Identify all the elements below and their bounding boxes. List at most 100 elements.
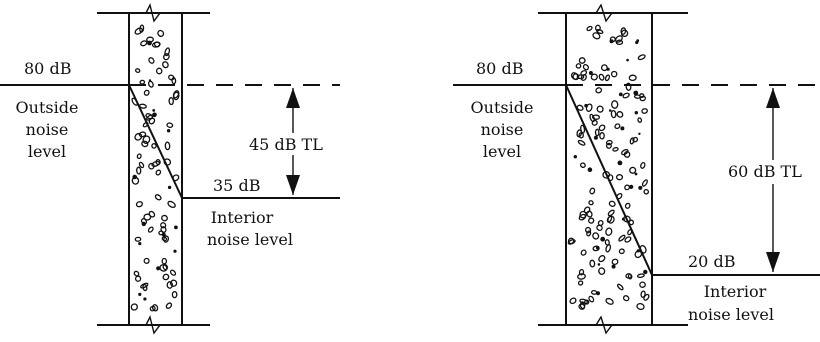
aggregate-pebble [578,57,586,64]
aggregate-pebble [160,226,167,234]
aggregate-pebble [597,219,604,227]
aggregate-pebble [157,29,165,37]
aggregate-pebble [161,257,168,265]
aggregate-pebble [637,117,643,123]
aggregate-pebble [151,160,161,167]
aggregate-pebble [155,159,161,166]
concrete-aggregate-pattern [567,24,650,311]
aggregate-pebble [165,302,173,309]
aggregate-pebble [135,201,143,208]
aggregate-pebble [597,263,601,266]
aggregate-pebble [136,153,142,159]
aggregate-pebble [622,295,630,302]
aggregate-pebble [589,187,596,195]
aggregate-pebble [616,111,624,118]
aggregate-pebble [140,40,148,47]
aggregate-pebble [591,119,598,126]
aggregate-pebble [614,123,621,130]
aggregate-pebble [135,68,141,74]
aggregate-pebble [578,213,587,221]
aggregate-pebble [588,295,595,303]
aggregate-pebble [598,73,605,81]
aggregate-pebble [576,104,584,111]
aggregate-pebble [139,79,146,85]
aggregate-pebble [607,215,615,224]
aggregate-pebble [155,169,162,176]
aggregate-pebble [641,108,648,114]
aggregate-pebble [609,36,616,43]
aggregate-pebble [171,290,178,299]
aggregate-pebble [143,89,150,96]
aggregate-pebble [638,185,643,190]
aggregate-pebble [605,227,613,236]
outside-noise-label-line3: level [483,142,521,161]
aggregate-pebble [604,74,611,82]
aggregate-pebble [592,245,600,252]
aggregate-pebble [633,90,639,96]
outside-noise-label-line3: level [28,142,66,161]
aggregate-pebble [163,235,170,243]
outside-noise-label-line2: noise [481,120,524,139]
aggregate-pebble [133,270,140,277]
aggregate-pebble [142,135,151,144]
aggregate-pebble [643,189,650,195]
aggregate-pebble [595,28,604,35]
aggregate-pebble [132,174,137,180]
aggregate-pebble [615,39,624,46]
aggregate-pebble [172,90,180,99]
aggregate-pebble [169,279,178,287]
aggregate-pebble [584,299,590,305]
aggregate-pebble [590,289,598,295]
aggregate-pebble [592,32,601,40]
aggregate-pebble [611,264,616,269]
aggregate-pebble [138,242,142,246]
aggregate-pebble [579,210,587,219]
aggregate-pebble [155,67,163,75]
aggregate-pebble [136,166,142,175]
aggregate-pebble [620,27,627,35]
wall-left [97,2,210,335]
aggregate-pebble [146,36,154,43]
aggregate-pebble [620,126,625,131]
aggregate-pebble [167,185,172,190]
aggregate-pebble [605,297,614,305]
aggregate-pebble [608,200,616,207]
aggregate-pebble [140,282,149,289]
aggregate-pebble [580,249,587,256]
diagram-thin-wall: 80 dB Outside noise level 45 dB TL 35 dB… [0,2,342,335]
aggregate-pebble [570,72,579,80]
aggregate-pebble [624,202,631,209]
aggregate-pebble [143,297,147,301]
aggregate-pebble [141,221,146,227]
aggregate-pebble [168,74,175,81]
aggregate-pebble [587,167,593,172]
aggregate-pebble [618,234,626,242]
aggregate-pebble [579,162,586,168]
aggregate-pebble [588,200,594,206]
aggregate-pebble [586,25,593,32]
aggregate-pebble [173,249,177,253]
aggregate-pebble [617,160,623,166]
aggregate-pebble [151,41,161,48]
aggregate-pebble [588,71,593,75]
aggregate-pebble [156,266,161,271]
aggregate-pebble [600,236,606,242]
attenuation-slope [565,84,653,276]
aggregate-pebble [577,273,586,280]
aggregate-pebble [622,92,630,99]
aggregate-pebble [162,61,169,69]
aggregate-pebble [166,281,174,289]
interior-db-label: 35 dB [213,176,260,195]
aggregate-pebble [167,200,176,208]
aggregate-pebble [171,77,177,85]
aggregate-pebble [578,268,585,276]
transmission-loss-label: 45 dB TL [249,135,323,154]
interior-noise-label-line2: noise level [688,305,774,324]
aggregate-pebble [588,217,595,224]
aggregate-pebble [596,105,604,113]
aggregate-pebble [643,269,648,275]
aggregate-pebble [154,194,162,201]
aggregate-pebble [636,273,645,279]
aggregate-pebble [166,122,174,128]
aggregate-pebble [593,135,598,140]
